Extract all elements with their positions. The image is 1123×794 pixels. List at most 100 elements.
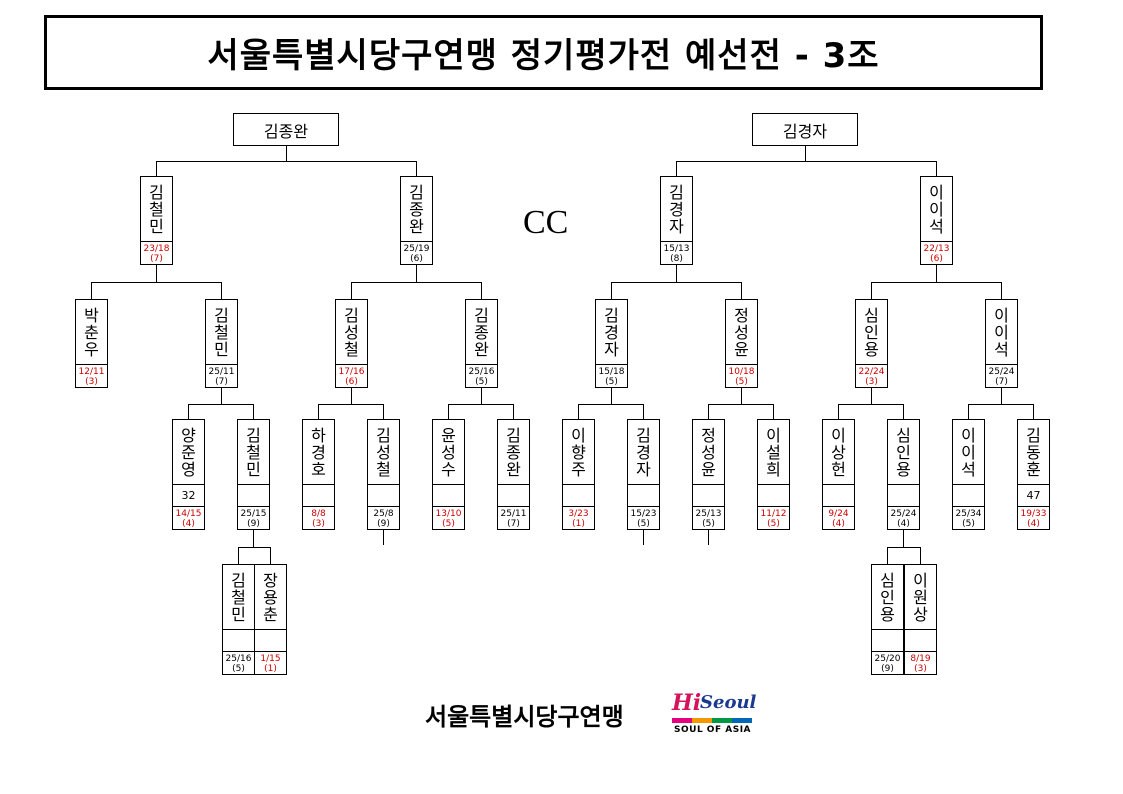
finalist-box: 김종완 — [233, 113, 339, 146]
player-name-char: 이 — [929, 182, 944, 202]
player-name-char: 이 — [929, 199, 944, 219]
bracket-line — [741, 388, 742, 405]
player-name-char: 성 — [734, 322, 749, 342]
player-name-char: 김 — [149, 182, 164, 202]
player-name-char: 준 — [181, 442, 196, 462]
player-name-char: 동 — [1026, 442, 1041, 462]
bracket-line — [318, 404, 384, 405]
player-name-char: 경 — [604, 322, 619, 342]
player-name-char: 김 — [506, 425, 521, 445]
player-name-char: 심 — [864, 305, 879, 325]
bracket-line — [416, 161, 417, 177]
games-line: (4) — [897, 519, 910, 529]
games-line: (7) — [150, 254, 163, 264]
player-name-char: 이 — [766, 425, 781, 445]
games-line: (9) — [881, 664, 894, 674]
player-name-char: 경 — [636, 442, 651, 462]
player-name-char: 수 — [441, 459, 456, 479]
score-line: 25/15 — [240, 509, 267, 519]
player-name-char: 하 — [311, 425, 326, 445]
page-title: 서울특별시당구연맹 정기평가전 예선전 - 3조 — [207, 36, 880, 76]
player-extra — [563, 484, 594, 506]
player-score: 25/20(9) — [872, 651, 903, 676]
player-name-char: 원 — [913, 587, 928, 607]
bracket-line — [871, 282, 1002, 283]
bracket-line — [481, 388, 482, 405]
bracket-line — [221, 388, 222, 405]
score-line: 25/8 — [373, 509, 394, 519]
player-name-char: 장 — [263, 570, 278, 590]
bracket-line — [887, 547, 888, 565]
bracket-line — [221, 282, 222, 300]
player-name-char: 석 — [929, 216, 944, 236]
bracket-line — [578, 404, 579, 420]
bracket-line — [383, 530, 384, 545]
player-name-char: 김 — [409, 182, 424, 202]
player-name-char: 석 — [961, 459, 976, 479]
player-score: 13/10(5) — [433, 506, 464, 531]
player-extra — [905, 629, 936, 651]
player-name-char: 김 — [214, 305, 229, 325]
score-line: 13/10 — [435, 509, 462, 519]
player-score: 11/12(5) — [758, 506, 789, 531]
bracket-line — [741, 282, 742, 300]
player-score: 25/24(4) — [888, 506, 919, 531]
bracket-line — [887, 547, 921, 548]
player-name-char: 김 — [376, 425, 391, 445]
player-extra — [872, 629, 903, 651]
player-name-char: 심 — [880, 570, 895, 590]
player-name-char: 철 — [214, 322, 229, 342]
player-name-char: 자 — [636, 459, 651, 479]
games-line: (4) — [182, 519, 195, 529]
player-name-char: 김 — [1026, 425, 1041, 445]
bracket-line — [903, 404, 904, 420]
bracket-line — [708, 404, 709, 420]
player-name-char: 윤 — [441, 425, 456, 445]
player-name-char: 김 — [344, 305, 359, 325]
player-score: 25/19(6) — [401, 241, 432, 266]
player-score: 9/24(4) — [823, 506, 854, 531]
bracket-line — [156, 265, 157, 283]
player-name-char: 심 — [896, 425, 911, 445]
player-name-char: 이 — [913, 570, 928, 590]
player-score: 19/33(4) — [1018, 506, 1049, 531]
player-name-char: 자 — [669, 216, 684, 236]
player-name-char: 상 — [913, 604, 928, 624]
bracket-line — [1001, 388, 1002, 405]
score-line: 22/24 — [858, 367, 885, 377]
player-extra — [498, 484, 529, 506]
player-extra — [303, 484, 334, 506]
player-name-char: 용 — [263, 587, 278, 607]
bracket-line — [903, 530, 904, 548]
player-score: 12/11(3) — [76, 364, 107, 389]
